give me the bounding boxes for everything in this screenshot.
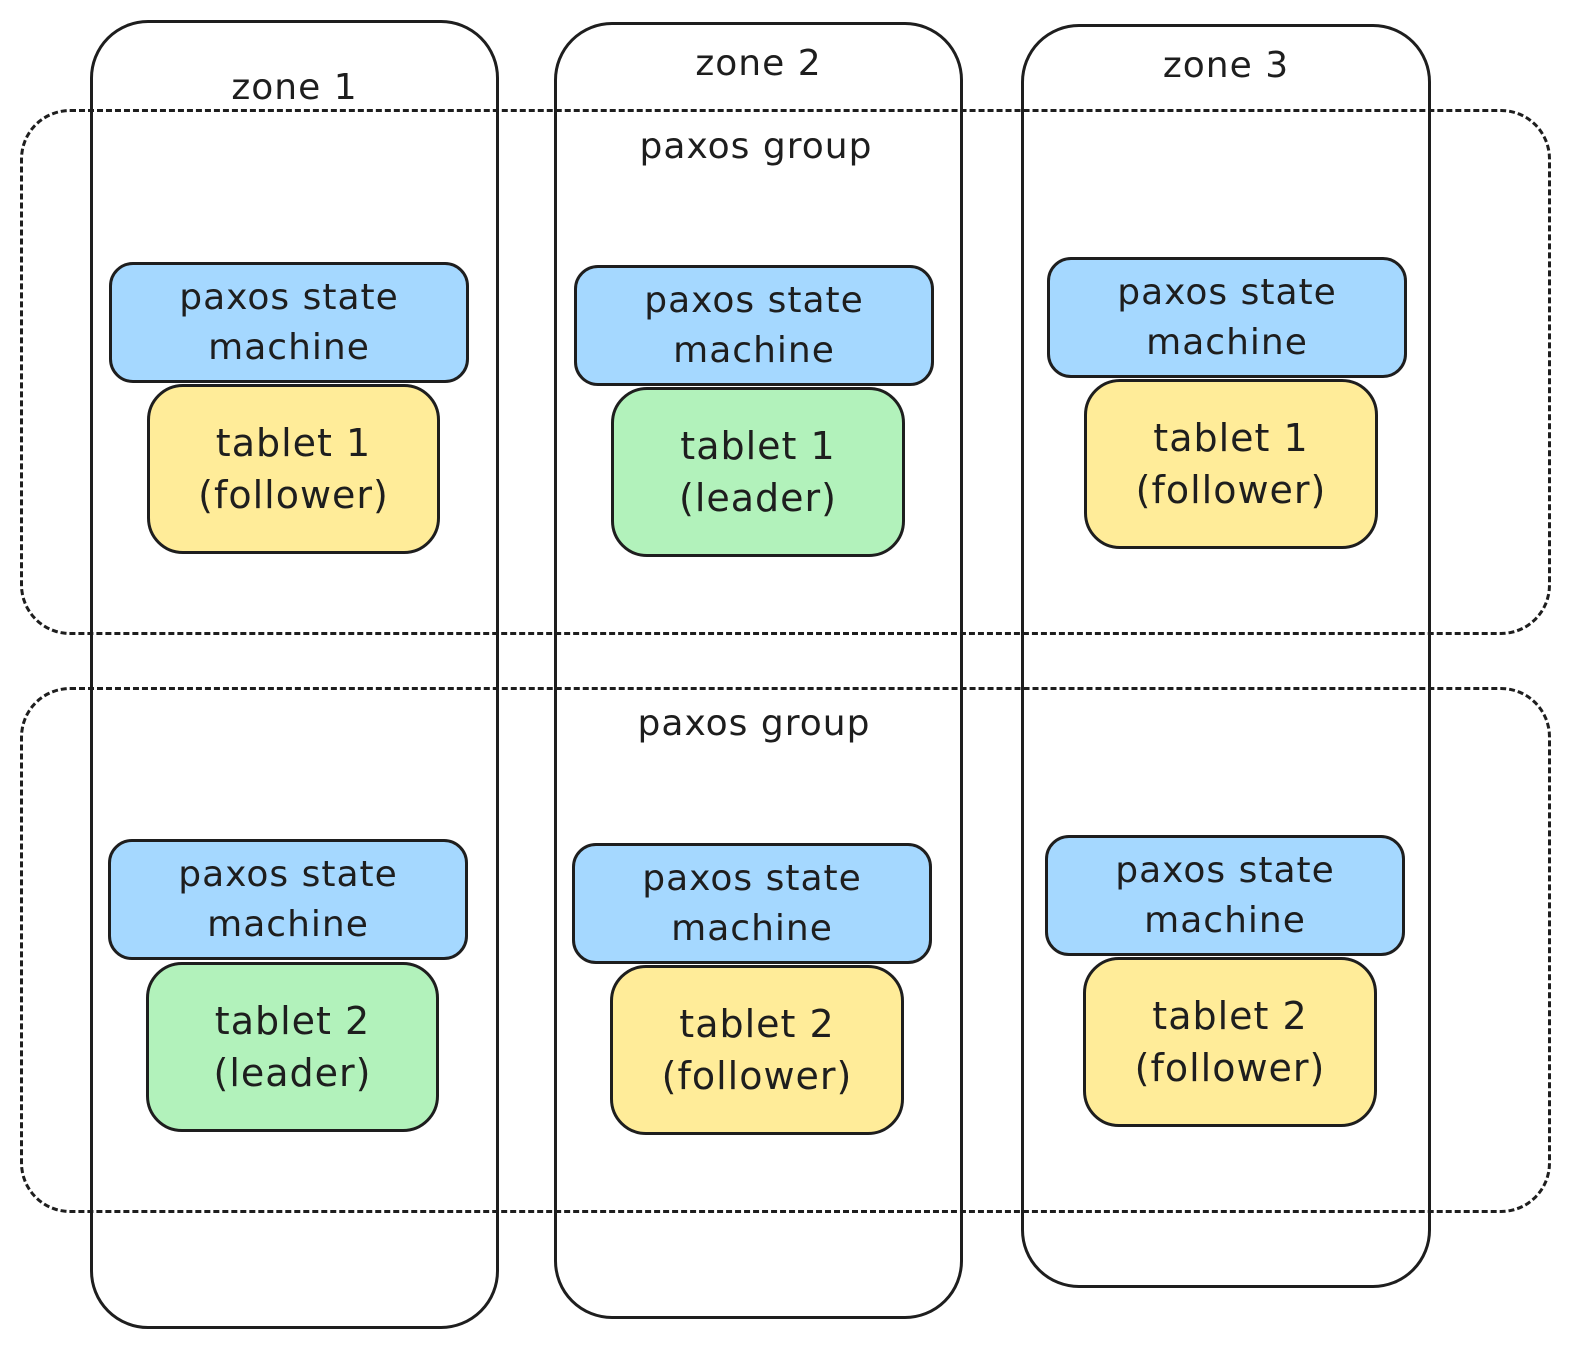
paxos-state-machine: paxos state machine <box>1045 835 1405 956</box>
paxos-state-machine-line2: machine <box>673 329 835 371</box>
tablet-name: tablet 2 <box>1152 994 1308 1038</box>
tablet-name: tablet 1 <box>1153 416 1309 460</box>
tablet-box: tablet 1 (follower) <box>1084 379 1378 549</box>
zone-3: zone 3 <box>1021 24 1431 1288</box>
tablet-box: tablet 2 (follower) <box>1083 957 1377 1127</box>
paxos-state-machine-line2: machine <box>671 907 833 949</box>
paxos-state-machine: paxos state machine <box>572 843 932 964</box>
paxos-group-1 <box>20 109 1551 635</box>
paxos-state-machine: paxos state machine <box>109 262 469 383</box>
paxos-group-1-title: paxos group <box>639 126 873 167</box>
paxos-state-machine-line2: machine <box>208 326 370 368</box>
tablet-role: (follower) <box>198 473 389 517</box>
paxos-state-machine: paxos state machine <box>1047 257 1407 378</box>
paxos-state-machine-line1: paxos state <box>644 279 864 321</box>
paxos-state-machine-line1: paxos state <box>1117 271 1337 313</box>
tablet-role: (follower) <box>661 1054 853 1098</box>
paxos-state-machine-line1: paxos state <box>178 853 398 895</box>
paxos-state-machine: paxos state machine <box>108 839 468 960</box>
paxos-state-machine-line2: machine <box>207 903 369 945</box>
tablet-name: tablet 2 <box>679 1002 835 1046</box>
tablet-role: (follower) <box>1135 468 1327 512</box>
paxos-state-machine: paxos state machine <box>574 265 934 386</box>
paxos-state-machine-line1: paxos state <box>179 276 399 318</box>
zone-1: zone 1 <box>90 20 499 1329</box>
tablet-name: tablet 1 <box>215 421 372 465</box>
tablet-box: tablet 1 (follower) <box>147 384 440 554</box>
zone-3-title: zone 3 <box>1162 45 1290 86</box>
zone-2: zone 2 <box>554 22 963 1319</box>
paxos-state-machine-line1: paxos state <box>642 857 862 899</box>
zone-2-title: zone 2 <box>695 43 822 84</box>
tablet-box: tablet 2 (leader) <box>146 962 439 1132</box>
paxos-state-machine-line2: machine <box>1144 899 1306 941</box>
tablet-name: tablet 2 <box>214 999 371 1043</box>
paxos-group-2-title: paxos group <box>637 703 871 744</box>
tablet-role: (follower) <box>1134 1046 1326 1090</box>
tablet-box: tablet 2 (follower) <box>610 965 904 1135</box>
tablet-role: (leader) <box>213 1051 372 1095</box>
paxos-group-2 <box>20 687 1551 1213</box>
tablet-role: (leader) <box>679 476 837 520</box>
paxos-state-machine-line1: paxos state <box>1115 849 1335 891</box>
zone-1-title: zone 1 <box>231 67 358 108</box>
paxos-state-machine-line2: machine <box>1146 321 1308 363</box>
tablet-box: tablet 1 (leader) <box>611 387 905 557</box>
tablet-name: tablet 1 <box>680 424 836 468</box>
